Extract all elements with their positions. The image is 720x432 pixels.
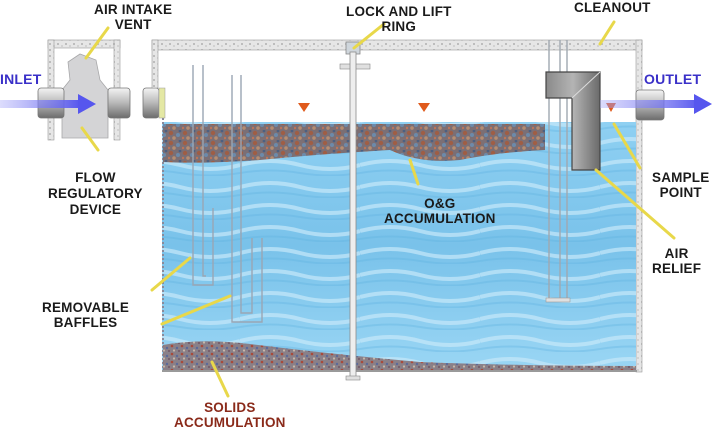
inlet-flow-arrow-icon xyxy=(0,94,96,114)
label-line: AIR INTAKE xyxy=(94,2,173,17)
og-accumulation-label: O&G ACCUMULATION xyxy=(384,196,496,226)
label-line: BAFFLES xyxy=(53,315,118,330)
label-line: SAMPLE xyxy=(652,170,710,185)
removable-baffles xyxy=(192,65,263,323)
air-relief-label: AIR RELIEF xyxy=(652,246,701,276)
label-line: REMOVABLE xyxy=(42,300,130,315)
label-line: DEVICE xyxy=(69,202,122,217)
inlet-pipe xyxy=(37,87,166,119)
cleanout-label: CLEANOUT xyxy=(574,0,651,15)
outlet-label: OUTLET xyxy=(644,71,702,87)
label-line: LOCK AND LIFT xyxy=(346,4,452,19)
removable-baffles-label: REMOVABLE BAFFLES xyxy=(42,300,129,330)
label-line: FLOW xyxy=(75,170,116,185)
outlet-flow-arrow-icon xyxy=(600,94,712,114)
water-level-marker-icon xyxy=(298,103,310,112)
solids-accumulation-label: SOLIDS ACCUMULATION xyxy=(174,400,286,430)
outlet-elbow xyxy=(545,71,601,171)
label-line: AIR xyxy=(664,246,689,261)
water-level-marker-icon xyxy=(418,103,430,112)
sample-point-label: SAMPLE POINT xyxy=(652,170,709,200)
inlet-label: INLET xyxy=(0,71,42,87)
flow-regulatory-device-label: FLOW REGULATORY DEVICE xyxy=(48,170,143,218)
label-line: VENT xyxy=(114,17,152,32)
air-intake-vent-label: AIR INTAKE VENT xyxy=(94,2,172,32)
label-line: RING xyxy=(381,19,417,34)
leader-lines xyxy=(80,20,676,398)
label-line: ACCUMULATION xyxy=(174,415,286,430)
solids-layer xyxy=(163,341,636,370)
lock-and-lift-ring-label: LOCK AND LIFT RING xyxy=(346,4,452,34)
label-line: POINT xyxy=(659,185,702,200)
label-line: REGULATORY xyxy=(48,186,143,201)
label-line: RELIEF xyxy=(652,261,702,276)
label-line: SOLIDS xyxy=(204,400,256,415)
label-line: ACCUMULATION xyxy=(384,211,496,226)
label-line: O&G xyxy=(424,196,456,211)
